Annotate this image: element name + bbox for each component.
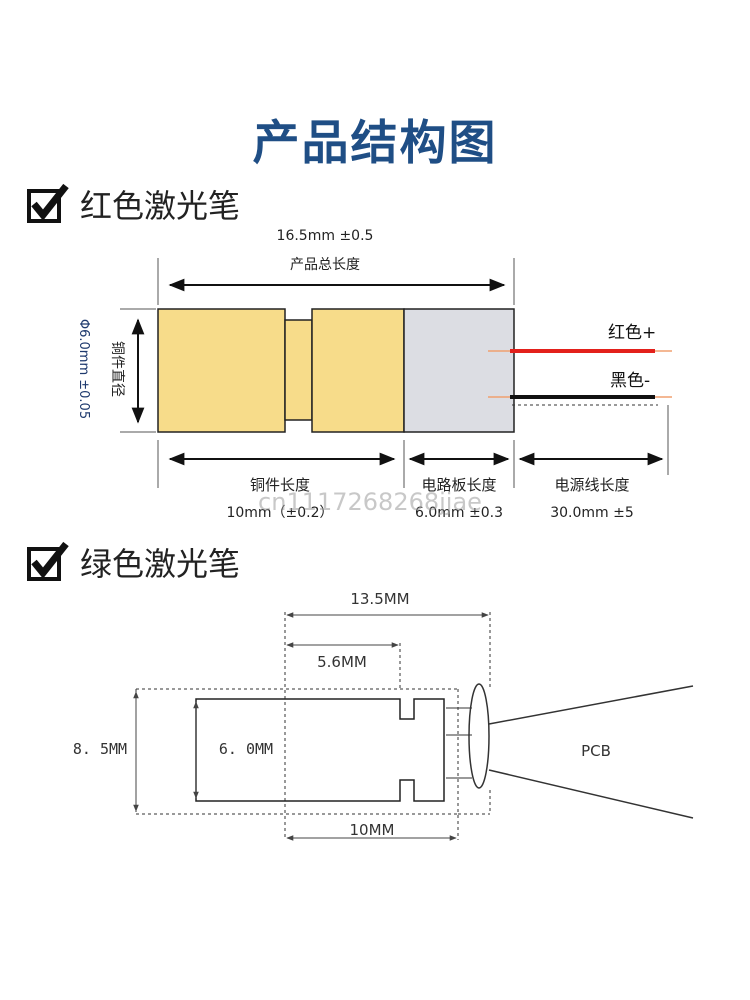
pcb-edge-bottom: [488, 769, 694, 819]
checkbox-checked-icon: [27, 541, 69, 581]
diameter-label: 铜件直径: [109, 341, 126, 397]
pcb-length-value: 6.0mm ±0.3: [415, 505, 503, 521]
section-header-red: 红色激光笔: [26, 182, 240, 226]
wire-red-label: 红色+: [608, 323, 656, 343]
pcb-edge-top: [488, 685, 694, 725]
pcb-board: [403, 308, 515, 433]
wire-length-value: 30.0mm ±5: [550, 505, 634, 521]
wire-black-label: 黑色-: [610, 371, 650, 391]
copper-length-label: 铜件长度: [250, 476, 310, 494]
dim-5-6-label: 5.6MM: [317, 653, 367, 671]
copper-body-front: [157, 308, 286, 433]
page-title: 产品结构图: [252, 116, 498, 171]
wire-length-label: 电源线长度: [554, 476, 629, 494]
section-label-red: 红色激光笔: [80, 187, 241, 225]
pcb-length-label: 电路板长度: [421, 476, 496, 494]
total-length-label: 产品总长度: [290, 257, 360, 273]
dim-10-label: 10MM: [350, 821, 395, 839]
pcb-label: PCB: [581, 742, 611, 760]
green-laser-diagram: 13.5MM 5.6MM 8. 5MM 6. 0MM 10MM PCB: [73, 590, 694, 841]
diameter-value: Φ6.0mm ±0.05: [76, 319, 91, 419]
dim-8-5-label: 8. 5MM: [73, 740, 127, 758]
lens-ellipse: [468, 683, 490, 789]
section-label-green: 绿色激光笔: [80, 545, 241, 583]
copper-length-value: 10mm（±0.2）: [226, 505, 333, 521]
module-body-outline: [195, 698, 445, 802]
watermark: cn1117268268jjae: [258, 488, 482, 516]
dim-6-0-label: 6. 0MM: [219, 740, 273, 758]
checkbox-checked-icon: [27, 183, 69, 223]
copper-neck: [284, 319, 313, 421]
section-header-green: 绿色激光笔: [26, 540, 240, 584]
dim-13-5-label: 13.5MM: [350, 590, 409, 608]
outer-diameter-outline: [135, 688, 458, 815]
copper-body-rear: [311, 308, 405, 433]
red-laser-diagram: 16.5mm ±0.5 产品总长度 Φ6.0mm ±0.05 铜件直径 红色+ …: [76, 228, 672, 521]
total-length-value: 16.5mm ±0.5: [277, 228, 374, 244]
